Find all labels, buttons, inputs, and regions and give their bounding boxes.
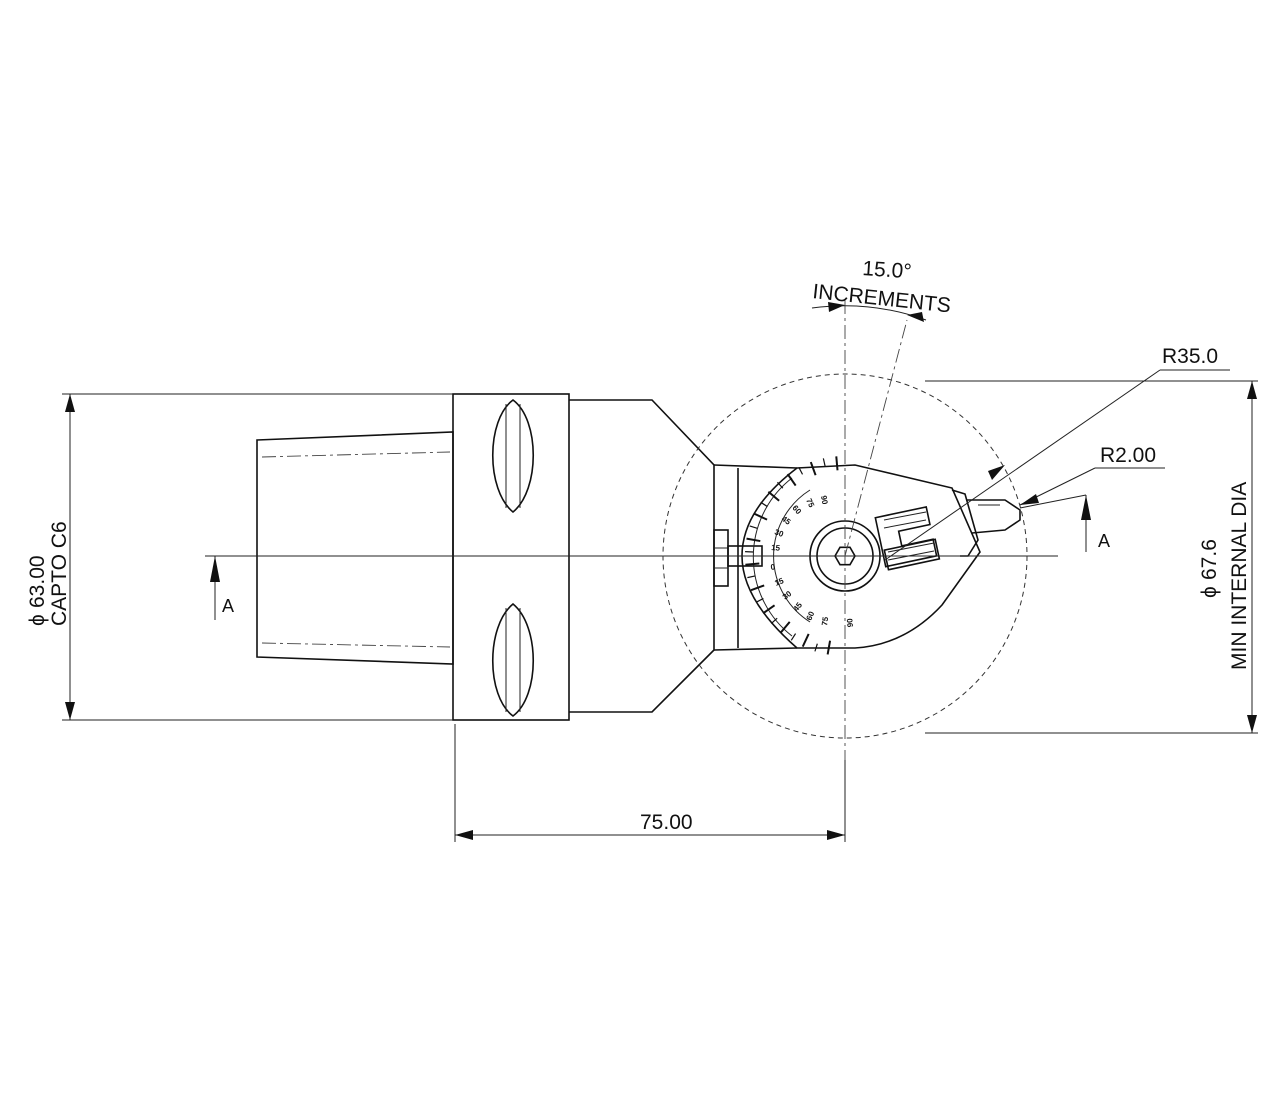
dial-tick [745,562,760,566]
dial-tick [786,473,797,487]
radius-large-label: R35.0 [1162,345,1218,368]
radius-large-dimension: R35.0 [884,345,1230,561]
section-label-right: A [1098,531,1110,551]
dial-label: 30 [773,527,785,539]
dial-tick [835,456,839,471]
diameter-symbol-right: ϕ [1198,586,1221,598]
dial-tick [760,501,768,508]
diameter-left-dimension: ϕ 63.00 CAPTO C6 [26,393,453,721]
dial-tick [762,604,776,615]
dial-tick [753,512,768,521]
dial-label: 45 [791,600,804,613]
dial-tick [747,575,756,579]
dial-tick [822,458,826,467]
dial-label: 90 [845,617,855,627]
length-label: 75.00 [640,811,693,834]
clamp-insert [874,505,941,571]
section-label-left: A [222,596,234,616]
dial-label: 75 [820,616,830,627]
dial-tick [801,633,810,648]
dial-label: 90 [819,495,830,506]
dial-tick [776,481,784,489]
angle-dimension: 15.0° INCREMENTS [811,257,952,322]
dial-labels-upper: 90 75 60 45 30 15 [771,495,830,553]
radius-small-label: R2.00 [1100,444,1156,467]
radius-small-dimension: R2.00 [1019,444,1165,506]
diameter-right-dimension: ϕ 67.6 MIN INTERNAL DIA [925,380,1258,734]
dial-tick [826,640,832,655]
dial-tick [746,537,761,543]
dial-label: 30 [781,589,794,602]
dial-tick [749,525,758,529]
diameter-symbol-left: ϕ [26,614,49,626]
dial-label: 0 [770,562,776,572]
dial-tick [779,621,791,634]
section-marker-left: A [210,556,234,620]
diameter-left-value: 63.00 [26,555,49,608]
length-dimension: 75.00 [454,724,846,842]
dial-label: 15 [773,576,785,588]
capto-shank [256,431,454,665]
dial-tick [809,461,817,476]
dial-label: 15 [771,543,781,553]
dial-tick [798,467,804,475]
dial-labels-lower: 0 15 30 45 60 75 90 [770,562,855,627]
flange-body [452,393,570,721]
cutting-tip [951,489,1021,557]
dial-tick [756,597,764,603]
dial-tick [767,490,780,502]
centerlines [205,300,1058,840]
diameter-right-value: 67.6 [1198,539,1221,580]
angle-note: INCREMENTS [811,280,951,317]
dial-tick [814,643,818,652]
dial-ticks [745,456,839,655]
dial-tick [790,633,797,641]
dial-tick [770,617,778,625]
section-marker-right: A [1019,494,1110,552]
diameter-right-note: MIN INTERNAL DIA [1228,482,1251,670]
dial-label: 75 [804,497,816,509]
dial-label: 45 [780,514,793,527]
angle-value: 15.0° [862,257,913,283]
dial-label: 60 [805,610,817,622]
dial-tick [750,584,765,592]
diameter-left-note: CAPTO C6 [48,521,71,626]
